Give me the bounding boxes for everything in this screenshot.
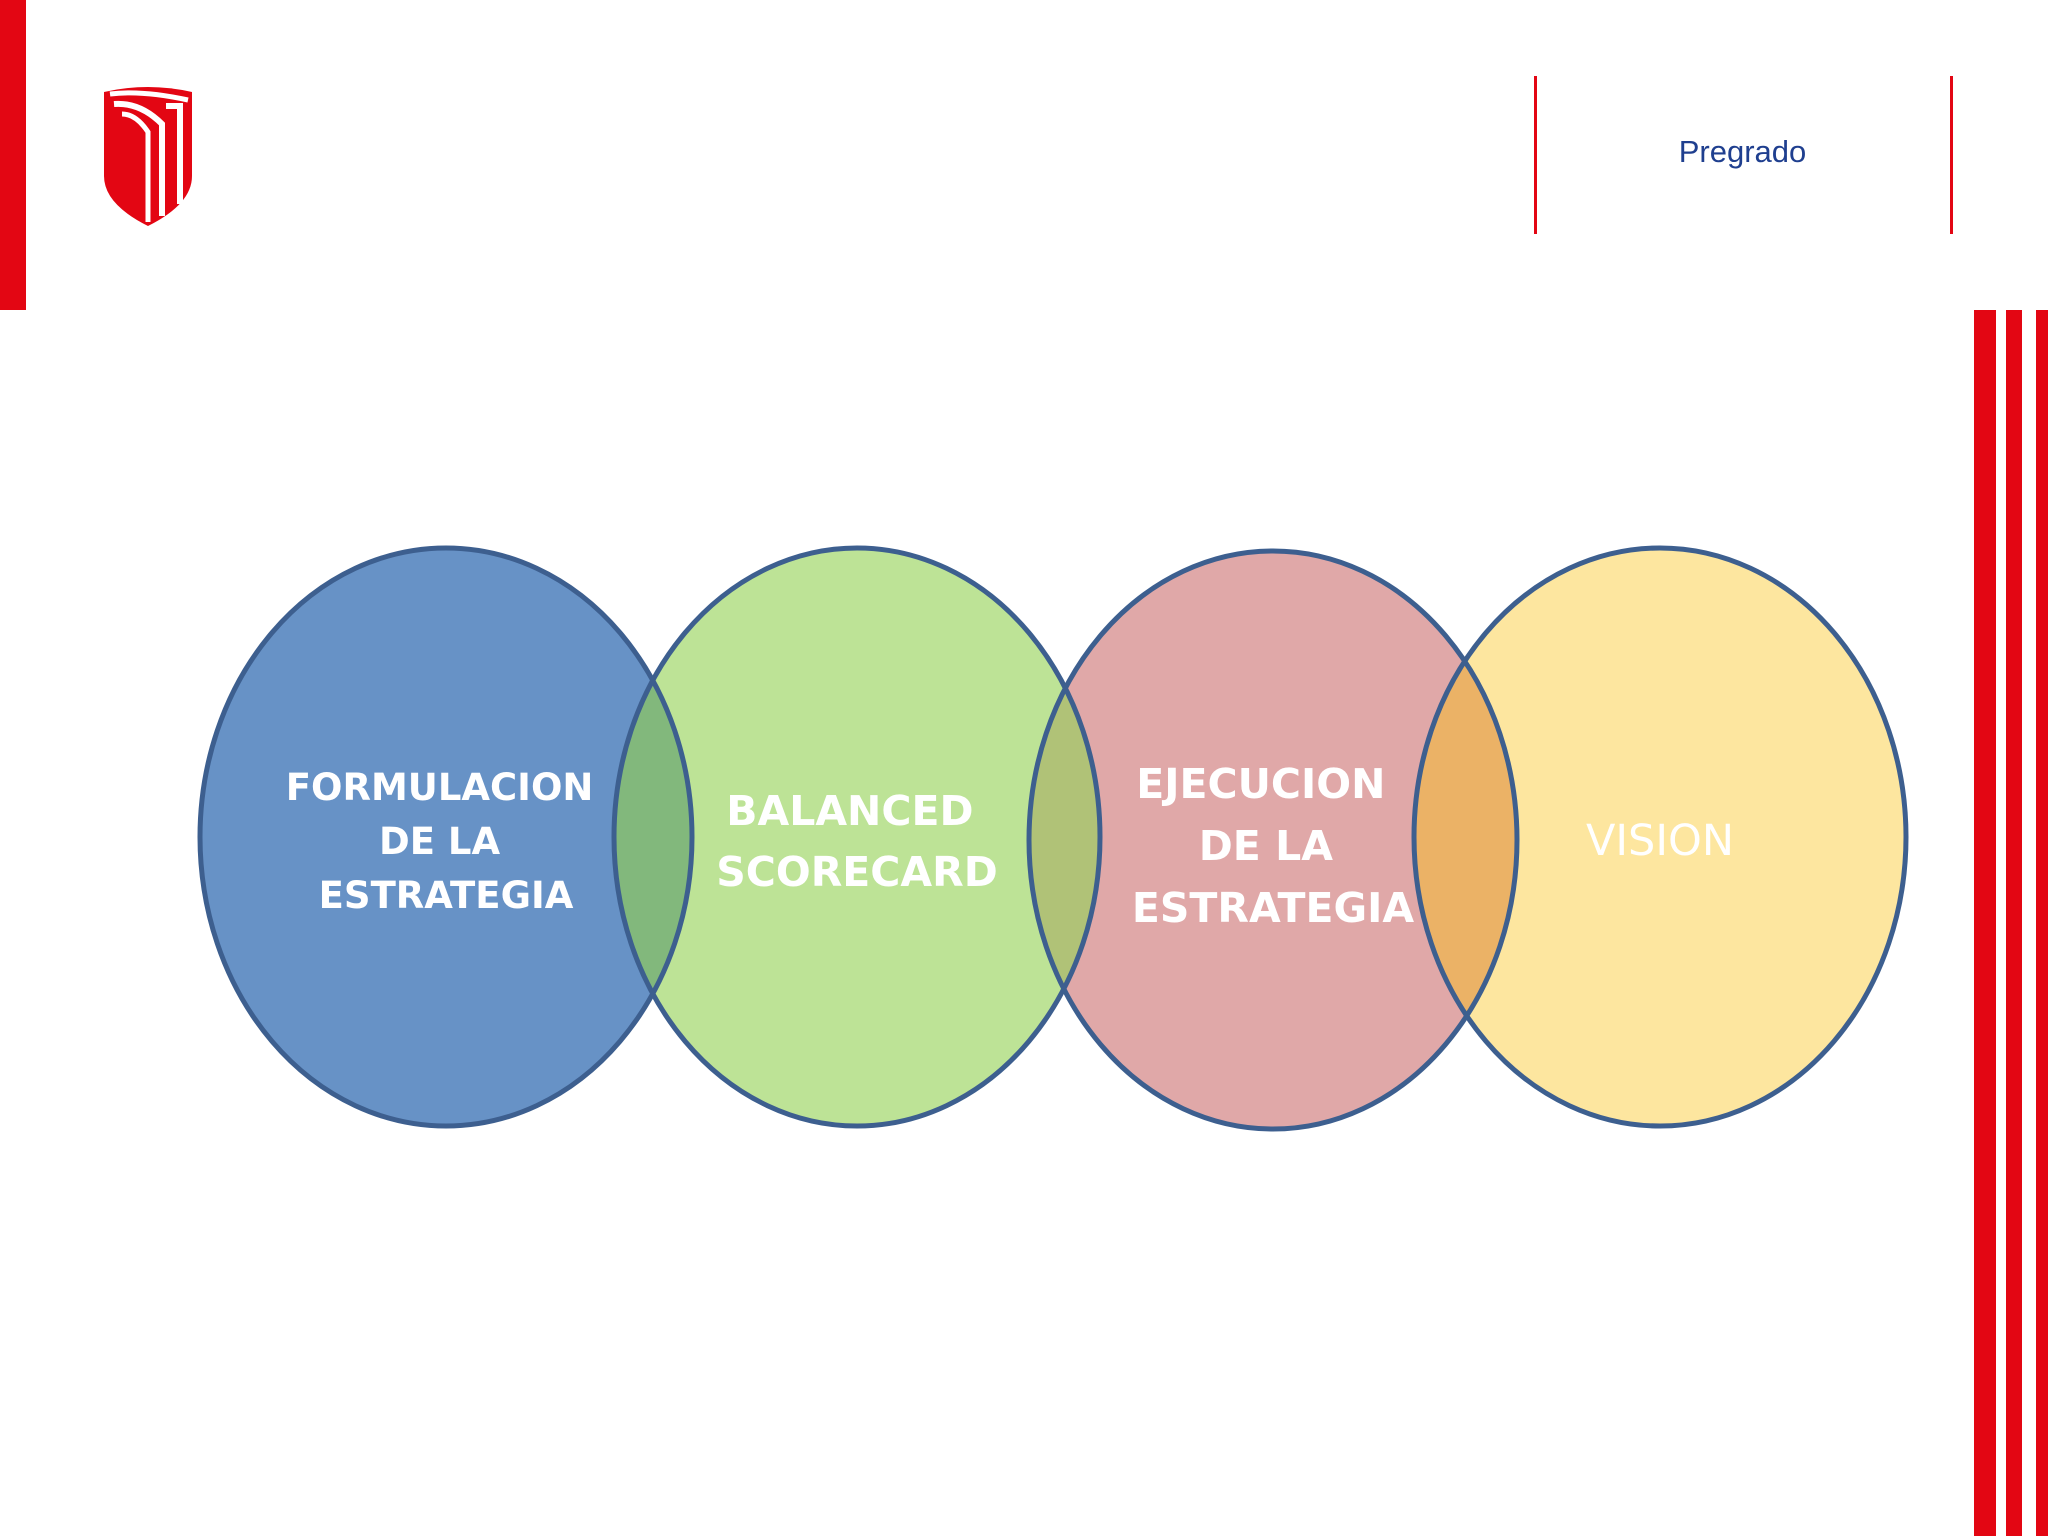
label-formulacion-line-1: FORMULACION [286, 766, 594, 809]
label-vision: VISION [1586, 816, 1734, 866]
label-ejecucion-line-3: ESTRATEGIA [1132, 884, 1415, 932]
label-ejecucion-line-1: EJECUCION [1136, 760, 1385, 808]
left-red-bar [0, 0, 26, 310]
label-formulacion-line-3: ESTRATEGIA [319, 874, 574, 917]
label-balanced-line-1: BALANCED [726, 787, 973, 835]
label-ejecucion: EJECUCION DE LA ESTRATEGIA [1132, 760, 1415, 932]
label-vision-line-1: VISION [1586, 816, 1734, 866]
outline-vision [1411, 545, 1909, 1129]
circle-ejecucion [1029, 551, 1517, 1129]
outline-ejecucion [1026, 548, 1520, 1132]
label-formulacion: FORMULACION DE LA ESTRATEGIA [286, 766, 607, 917]
label-formulacion-line-2: DE LA [379, 820, 500, 863]
header-divider-right [1950, 76, 1953, 234]
outline-balanced-scorecard [611, 545, 1103, 1129]
right-red-stripe-1 [1974, 310, 1996, 1536]
right-red-stripe-3 [2036, 310, 2048, 1536]
university-shield-logo-icon [104, 87, 192, 226]
label-ejecucion-line-2: DE LA [1199, 822, 1333, 870]
circle-vision [1414, 548, 1906, 1126]
label-balanced-line-2: SCORECARD [716, 848, 997, 896]
right-red-stripe-2 [2006, 310, 2022, 1536]
outline-formulacion [197, 545, 695, 1129]
label-balanced-scorecard: BALANCED SCORECARD [716, 787, 997, 896]
header-label: Pregrado [1678, 134, 1807, 169]
header-divider-left [1534, 76, 1537, 234]
circle-formulacion [200, 548, 692, 1126]
circle-outlines [197, 545, 1909, 1132]
circle-balanced-scorecard [614, 548, 1100, 1126]
